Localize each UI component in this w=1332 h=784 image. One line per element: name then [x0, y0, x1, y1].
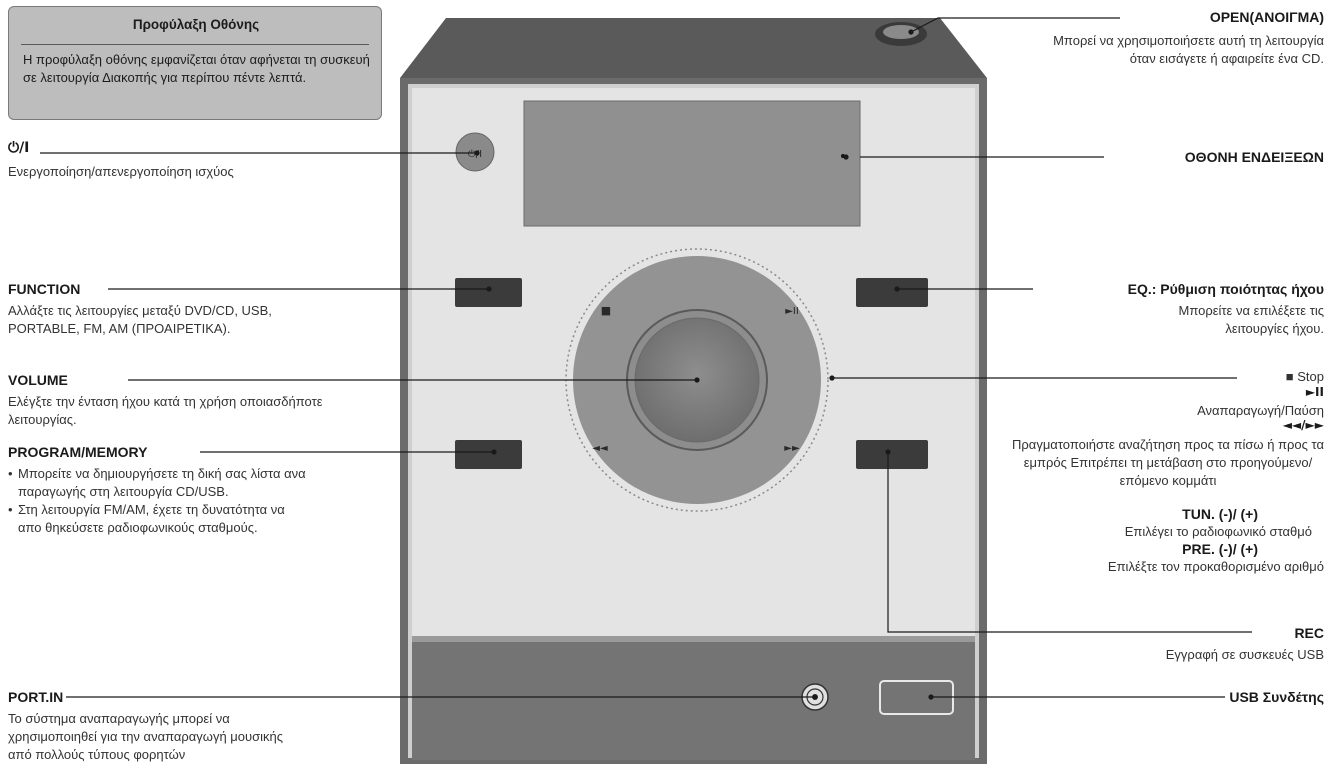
play-pause-key-symbol: ►II	[785, 306, 799, 317]
display-label-title: ΟΘΟΝΗ ΕΝΔΕΙΞΕΩΝ	[1184, 149, 1324, 165]
stop-label: ■ Stop	[1285, 369, 1324, 384]
eq-label-desc: Μπορείτε να επιλέξετε τις λειτουργίες ήχ…	[1178, 303, 1325, 336]
lower-panel	[412, 640, 975, 760]
list-item: Μπορείτε να δημιουργήσετε τη δική σας λί…	[8, 465, 308, 501]
program-memory-bullets: Μπορείτε να δημιουργήσετε τη δική σας λί…	[8, 465, 308, 537]
rec-label-desc: Εγγραφή σε συσκευές USB	[1165, 647, 1324, 662]
display-screen	[523, 100, 861, 227]
play-pause-label-title: ►II	[1305, 385, 1324, 399]
tun-label-desc: Επιλέγει το ραδιοφωνικό σταθμό	[1124, 524, 1312, 539]
tun-label-title: TUN. (-)/ (+)	[1182, 506, 1258, 522]
leader-open	[910, 17, 1120, 33]
rec-label-title: REC	[1294, 625, 1324, 641]
port-in-label-title: PORT.IN	[8, 689, 64, 705]
volume-label-desc: Ελέγξτε την ένταση ήχου κατά τη χρήση οπ…	[8, 394, 323, 427]
screen-saver-note: Προφύλαξη Οθόνης Η προφύλαξη οθόνης εμφα…	[8, 6, 382, 120]
power-label-desc: Ενεργοποίηση/απενεργοποίηση ισχύος	[8, 164, 234, 179]
leader-rec	[887, 452, 1252, 633]
stop-key-symbol: ■	[601, 304, 611, 317]
volume-label-title: VOLUME	[8, 372, 68, 388]
function-label-title: FUNCTION	[8, 281, 81, 297]
eq-button[interactable]	[856, 278, 928, 307]
note-text: Η προφύλαξη οθόνης εμφανίζεται όταν αφήν…	[23, 52, 370, 85]
note-divider	[21, 44, 369, 45]
function-label-desc: Αλλάξτε τις λειτουργίες μεταξύ DVD/CD, U…	[8, 303, 272, 336]
usb-label-title: USB Συνδέτης	[1229, 689, 1324, 705]
program-memory-label-title: PROGRAM/MEMORY	[8, 444, 148, 460]
play-pause-label-desc: Αναπαραγωγή/Παύση	[1197, 403, 1324, 418]
open-label-title: OPEN(ΑΝΟΙΓΜΑ)	[1209, 9, 1324, 25]
rewind-key-symbol: ◄◄	[592, 443, 608, 454]
note-title: Προφύλαξη Οθόνης	[132, 17, 260, 32]
function-button[interactable]	[455, 278, 522, 307]
eq-label-title: EQ.: Ρύθμιση ποιότητας ήχου	[1127, 281, 1324, 297]
list-item: Στη λειτουργία FM/AM, έχετε τη δυνατότητ…	[8, 501, 308, 537]
device-top	[400, 18, 987, 78]
fast-forward-key-symbol: ►►	[784, 443, 800, 454]
skip-label-title: ◄◄/►►	[1282, 418, 1324, 432]
pre-label-title: PRE. (-)/ (+)	[1182, 541, 1258, 557]
pre-label-desc: Επιλέξτε τον προκαθορισμένο αριθμό	[1107, 559, 1324, 574]
skip-label-desc: Πραγματοποιήστε αναζήτηση προς τα πίσω ή…	[1012, 437, 1324, 488]
program-memory-button[interactable]	[455, 440, 522, 469]
rec-button[interactable]	[856, 440, 928, 469]
power-label-title: ⏻/I	[8, 140, 30, 156]
open-label-desc: Μπορεί να χρησιμοποιήσετε αυτή τη λειτου…	[1053, 33, 1324, 66]
port-in-label-desc: Το σύστημα αναπαραγωγής μπορεί να χρησιμ…	[8, 711, 284, 762]
